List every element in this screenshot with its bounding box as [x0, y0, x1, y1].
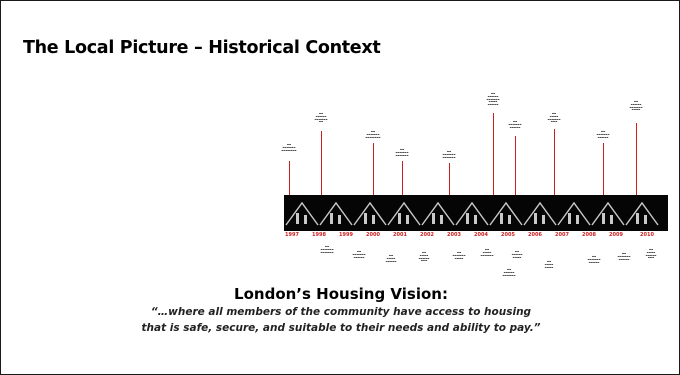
timeline-note: ▬▬▬▬▬▬▬▬▬▬▬▬ [452, 251, 466, 260]
timeline-note: ▬▬▬▬▬▬▬▬▬▬▬▬▬▬ [320, 245, 334, 254]
timeline-note: ▬▬▬▬▬▬▬▬▬▬▬▬▬▬▬ [314, 112, 328, 124]
timeline-note: ▬▬▬▬▬▬▬▬▬▬▬▬▬ [617, 252, 631, 261]
timeline-note: ▬▬▬▬▬▬▬▬▬▬▬▬▬▬▬▬▬ [629, 100, 643, 112]
timeline-note: ▬▬▬▬▬▬▬▬▬▬▬▬▬ [587, 255, 601, 264]
tick [289, 161, 290, 195]
timeline-note: ▬▬▬▬▬▬▬▬▬▬▬ [385, 254, 397, 263]
year-label: 1998 [312, 232, 326, 238]
timeline-years: 1997 1998 1999 2000 2001 2002 2003 2004 … [284, 232, 668, 242]
tick [493, 113, 494, 195]
timeline-note: ▬▬▬▬▬▬▬▬▬▬▬▬▬▬ [418, 251, 430, 263]
year-label: 2009 [609, 232, 623, 238]
year-label: 2006 [528, 232, 542, 238]
tick [515, 136, 516, 195]
timeline-note: ▬▬▬▬▬▬▬▬▬▬▬▬▬▬ [395, 148, 409, 157]
timeline-note: ▬▬▬▬▬▬▬▬▬▬▬▬▬ [508, 120, 522, 129]
timeline-note: ▬▬▬▬▬▬▬▬▬▬▬▬▬▬ [442, 150, 456, 159]
tick [321, 131, 322, 195]
slide-title: The Local Picture – Historical Context [23, 38, 381, 58]
year-label: 2007 [555, 232, 569, 238]
tick [554, 129, 555, 195]
housing-timeline: ▬▬▬▬▬▬▬▬▬▬▬▬▬▬▬ ▬▬▬▬▬▬▬▬▬▬▬▬▬▬▬ ▬▬▬▬▬▬▬▬… [281, 92, 668, 286]
vision-quote-line-2: that is safe, secure, and suitable to th… [141, 322, 541, 334]
year-label: 1997 [285, 232, 299, 238]
tick [449, 163, 450, 195]
timeline-note: ▬▬▬▬▬▬▬▬▬▬ [544, 260, 554, 269]
timeline-band [284, 195, 668, 231]
vision-quote-line-1: “…where all members of the community hav… [150, 306, 532, 318]
vision-title: London’s Housing Vision: [234, 285, 448, 303]
tick [373, 143, 374, 195]
timeline-note: ▬▬▬▬▬▬▬▬▬▬▬▬▬ [352, 250, 366, 259]
timeline-note: ▬▬▬▬▬▬▬▬▬▬▬▬ [480, 248, 494, 257]
tick [603, 143, 604, 195]
house-row-graphic [285, 201, 659, 226]
timeline-note: ▬▬▬▬▬▬▬▬▬▬▬▬▬▬▬ [281, 143, 297, 152]
year-label: 2001 [393, 232, 407, 238]
year-label: 1999 [339, 232, 353, 238]
timeline-note: ▬▬▬▬▬▬▬▬▬▬▬ [511, 250, 523, 259]
year-label: 2010 [640, 232, 654, 238]
timeline-note: ▬▬▬▬▬▬▬▬▬▬▬▬▬▬ [645, 248, 657, 260]
tick [402, 161, 403, 195]
year-label: 2003 [447, 232, 461, 238]
timeline-note: ▬▬▬▬▬▬▬▬▬▬▬▬▬▬▬ [365, 130, 381, 139]
timeline-note: ▬▬▬▬▬▬▬▬▬▬▬▬▬▬▬▬▬▬▬▬▬▬ [486, 92, 500, 107]
year-label: 2005 [501, 232, 515, 238]
timeline-note: ▬▬▬▬▬▬▬▬▬▬▬▬▬ [502, 268, 516, 277]
year-label: 2002 [420, 232, 434, 238]
year-label: 2004 [474, 232, 488, 238]
year-label: 2000 [366, 232, 380, 238]
timeline-note: ▬▬▬▬▬▬▬▬▬▬▬▬▬ [596, 130, 610, 139]
tick [636, 123, 637, 195]
year-label: 2008 [582, 232, 596, 238]
timeline-note: ▬▬▬▬▬▬▬▬▬▬▬▬▬▬▬ [547, 112, 561, 124]
